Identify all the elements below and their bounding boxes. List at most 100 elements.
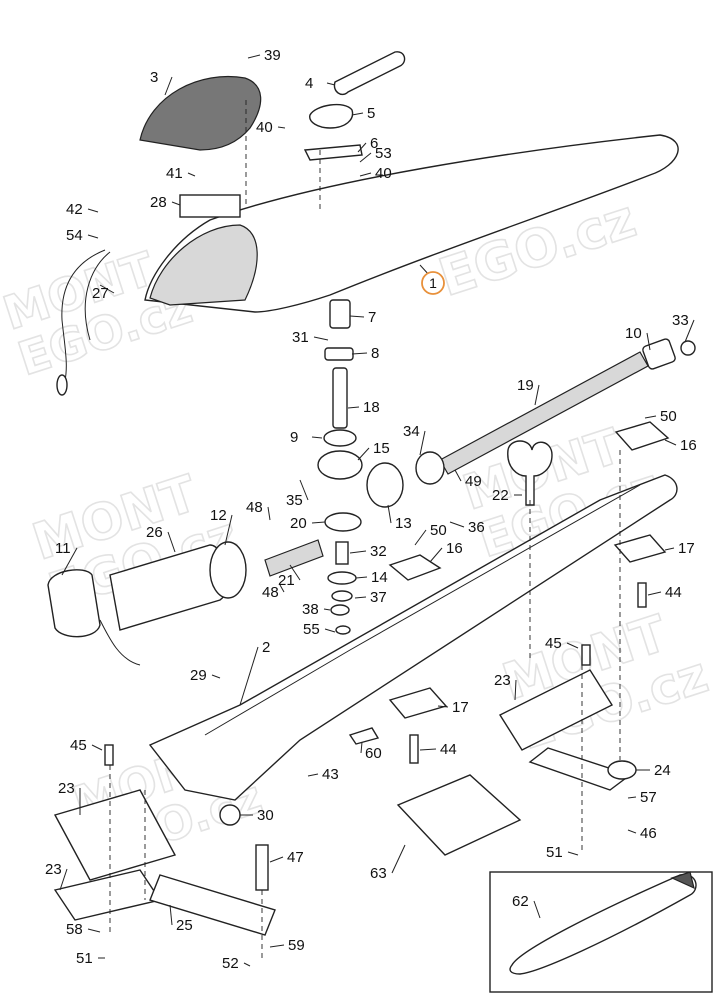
callout-leader-p48a: [267, 506, 271, 521]
callout-leader-p32: [349, 550, 367, 554]
bearing-9: [323, 429, 357, 447]
callout-leader-p9: [311, 436, 323, 439]
cover-shape: [144, 134, 679, 313]
callout-label-p16b: 16: [680, 437, 697, 454]
callout-label-p20: 20: [290, 515, 307, 532]
callout-label-p12: 12: [210, 507, 227, 524]
cover-62: [509, 874, 697, 975]
callout-leader-p44a: [419, 748, 437, 751]
callout-leader-p50a: [414, 529, 427, 546]
badge-ring: [421, 271, 445, 295]
callout-leader-p26: [167, 531, 176, 553]
callout-label-p8: 8: [371, 345, 379, 362]
callout-label-p49: 49: [465, 473, 482, 490]
callout-label-p44b: 44: [665, 584, 682, 601]
callout-label-p42: 42: [66, 201, 83, 218]
bolt-47: [255, 844, 269, 891]
callout-leader-p52: [243, 962, 251, 967]
callout-leader-p12: [224, 514, 233, 546]
callout-leader-p5: [351, 112, 364, 116]
callout-label-p48a: 48: [246, 499, 263, 516]
callout-label-p14: 14: [371, 569, 388, 586]
callout-label-p34: 34: [403, 423, 420, 440]
gear-13: [366, 462, 404, 508]
callout-leader-p23c: [59, 868, 68, 891]
callout-label-p29: 29: [190, 667, 207, 684]
callout-label-p63: 63: [370, 865, 387, 882]
callout-leader-p11: [61, 547, 78, 576]
callout-leader-p40b: [359, 172, 372, 177]
callout-label-p52: 52: [222, 955, 239, 972]
callout-leader-p8: [351, 352, 368, 355]
callout-label-p31: 31: [292, 329, 309, 346]
callout-label-p51a: 51: [76, 950, 93, 967]
callout-label-p44a: 44: [440, 741, 457, 758]
callout-label-p45a: 45: [70, 737, 87, 754]
callout-label-p39: 39: [264, 47, 281, 64]
callout-leader-p13: [387, 504, 392, 524]
label-60: [348, 727, 380, 745]
callout-label-p35: 35: [286, 492, 303, 509]
callout-leader-p46: [627, 829, 637, 834]
callout-label-p50b: 50: [660, 408, 677, 425]
callout-leader-p20: [311, 521, 326, 524]
callout-label-p15: 15: [373, 440, 390, 457]
callout-leader-p42: [87, 208, 99, 213]
plate-25: [149, 874, 276, 936]
callout-leader-p45b: [566, 642, 579, 649]
callout-leader-p18: [347, 406, 360, 409]
callout-label-p51b: 51: [546, 844, 563, 861]
cap-33: [680, 340, 696, 356]
callout-leader-p14: [355, 576, 368, 579]
cover-62-tip: [670, 871, 695, 890]
callout-leader-p49: [454, 469, 462, 482]
callout-leader-p35: [299, 479, 309, 501]
bushing-24: [607, 760, 637, 780]
callout-leader-p53: [359, 152, 372, 163]
shaft-7: [329, 299, 351, 329]
callout-leader-p16a: [429, 547, 443, 563]
housing-2: [148, 474, 678, 801]
callout-label-p23b: 23: [494, 672, 511, 689]
shaft-18: [332, 367, 348, 429]
callout-leader-p4: [326, 82, 336, 86]
latch-shape: [303, 144, 363, 161]
callout-label-p16a: 16: [446, 540, 463, 557]
callout-leader-p40a: [277, 126, 286, 129]
part-1-badge: 1: [419, 264, 445, 295]
cable-terminal: [56, 374, 68, 396]
callout-label-p62: 62: [512, 893, 529, 910]
motor-wires: [99, 619, 141, 666]
callout-label-p33: 33: [672, 312, 689, 329]
callout-leader-p10: [646, 332, 651, 351]
plate-23b: [498, 669, 614, 751]
callout-label-p38: 38: [302, 601, 319, 618]
callout-label-p18: 18: [363, 399, 380, 416]
terminal-block: [179, 194, 241, 218]
callout-leader-p16b: [664, 439, 677, 446]
handle-shape: [333, 51, 406, 96]
callout-label-p27: 27: [92, 285, 109, 302]
washer-38: [330, 604, 350, 616]
callout-label-p4: 4: [305, 75, 313, 92]
callout-label-p23c: 23: [45, 861, 62, 878]
callout-leader-p28: [171, 201, 181, 206]
callout-leader-p31: [313, 336, 329, 341]
callout-leader-p47: [269, 856, 284, 863]
cap-shape: [139, 76, 262, 151]
plate-23c: [53, 869, 162, 921]
callout-leader-p19: [534, 384, 540, 406]
bolt-44a: [409, 734, 419, 764]
bolt-45b: [581, 644, 591, 666]
callout-label-p7: 7: [368, 309, 376, 326]
callout-leader-p48b: [279, 584, 285, 593]
callout-label-p40b: 40: [375, 165, 392, 182]
bolt-44b: [637, 582, 647, 608]
callout-label-p41: 41: [166, 165, 183, 182]
gear-15: [317, 450, 363, 480]
callout-leader-p15: [357, 447, 370, 461]
callout-leader-p17a: [437, 705, 449, 708]
callout-label-p19: 19: [517, 377, 534, 394]
ring-55: [335, 625, 351, 635]
callout-leader-p59: [269, 944, 285, 948]
